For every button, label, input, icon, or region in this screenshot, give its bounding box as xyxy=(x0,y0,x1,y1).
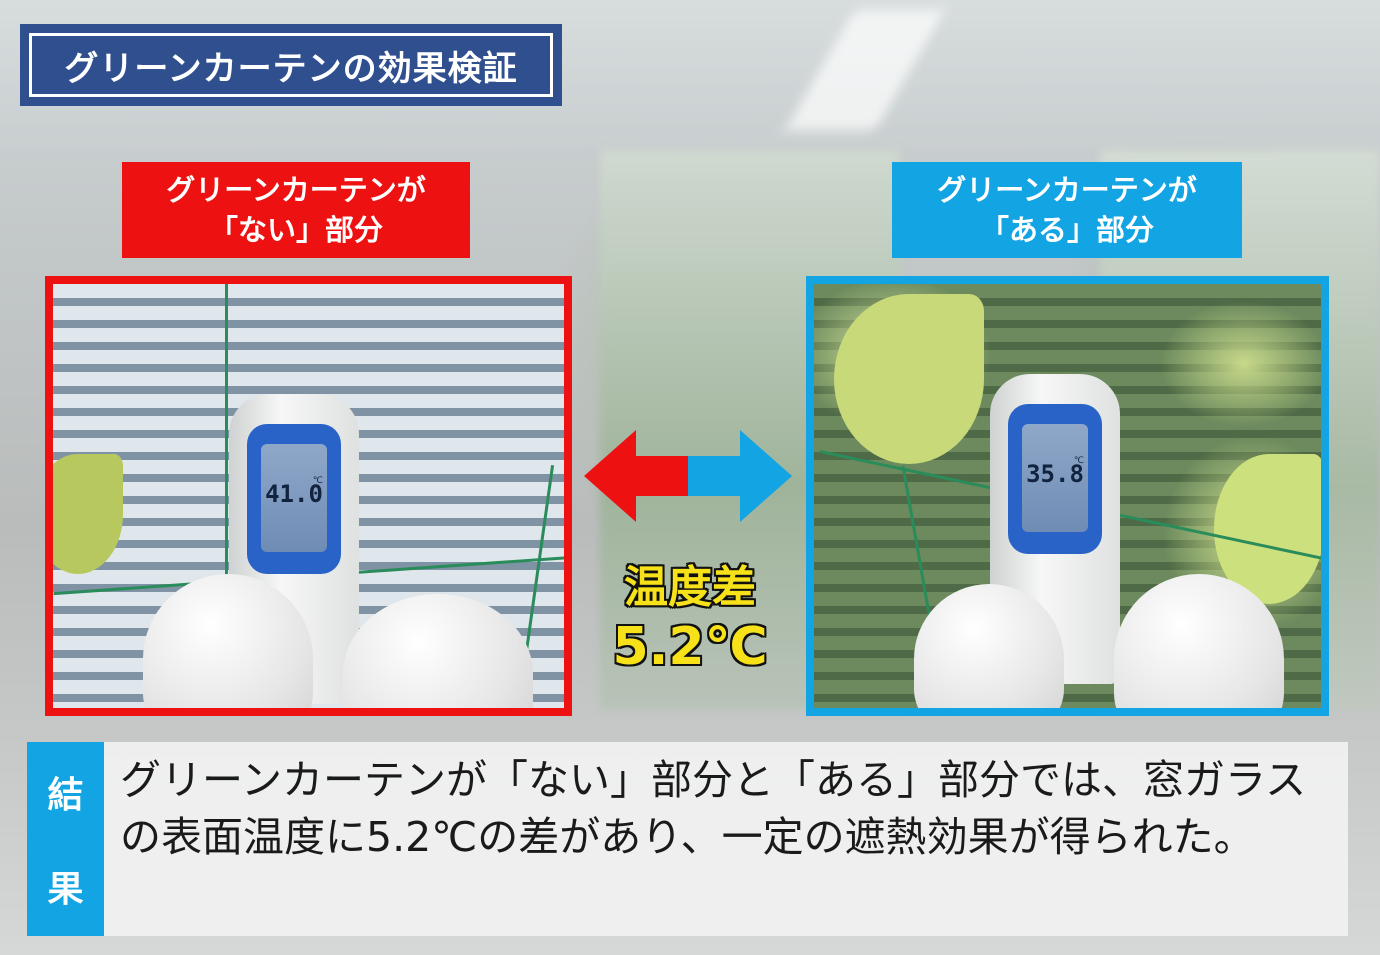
label-without-curtain: グリーンカーテンが 「ない」部分 xyxy=(122,162,470,258)
temperature-reading: 41.0 xyxy=(265,480,323,508)
leaf xyxy=(53,454,123,574)
label-with-line1: グリーンカーテンが xyxy=(937,173,1197,207)
label-without-line2: 「ない」部分 xyxy=(208,213,383,247)
arrow-left-half xyxy=(584,430,688,522)
temperature-unit: ℃ xyxy=(312,476,323,486)
temperature-unit: ℃ xyxy=(1073,456,1084,466)
net-line xyxy=(225,284,228,708)
page-title-box: グリーンカーテンの効果検証 xyxy=(20,24,562,106)
glove xyxy=(143,574,313,708)
leaf xyxy=(834,294,984,464)
label-with-line2: 「ある」部分 xyxy=(979,213,1154,247)
label-with-curtain: グリーンカーテンが 「ある」部分 xyxy=(892,162,1242,258)
difference-label: 温度差 xyxy=(624,562,756,613)
result-tag-char1: 結 xyxy=(47,775,84,816)
double-arrow-icon xyxy=(584,430,792,522)
result-tag-char2: 果 xyxy=(47,869,84,910)
leaf xyxy=(1214,454,1321,604)
temperature-reading: 35.8 xyxy=(1026,460,1084,488)
glove xyxy=(914,584,1064,708)
result-text: グリーンカーテンが「ない」部分と「ある」部分では、窓ガラスの表面温度に5.2℃の… xyxy=(104,742,1348,936)
photo-without-curtain: 41.0 ℃ xyxy=(45,276,572,716)
temperature-difference: 温度差 5.2℃ xyxy=(600,560,780,678)
photo-with-curtain: 35.8 ℃ xyxy=(806,276,1329,716)
glove xyxy=(1114,574,1284,708)
thermometer-lcd: 35.8 ℃ xyxy=(1022,424,1088,532)
label-without-line1: グリーンカーテンが xyxy=(166,173,426,207)
page-title: グリーンカーテンの効果検証 xyxy=(29,33,553,97)
thermometer-lcd: 41.0 ℃ xyxy=(261,444,327,552)
result-tag: 結 果 xyxy=(27,742,104,936)
thermometer-screen: 41.0 ℃ xyxy=(247,424,341,574)
difference-value: 5.2℃ xyxy=(612,617,768,677)
arrow-right-half xyxy=(688,430,792,522)
thermometer-screen: 35.8 ℃ xyxy=(1008,404,1102,554)
